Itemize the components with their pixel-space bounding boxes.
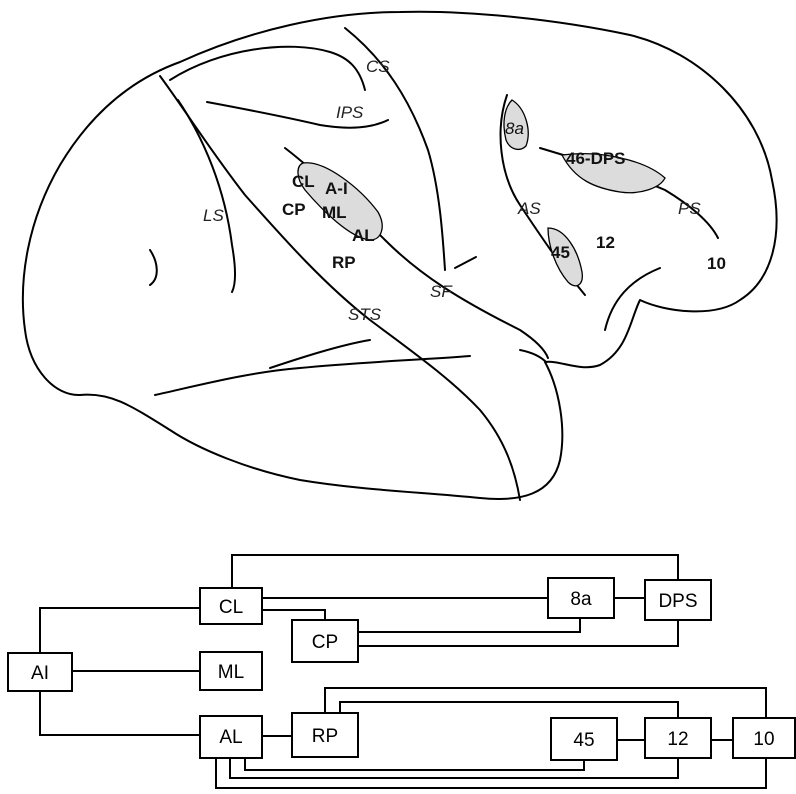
occipital-notch <box>149 249 158 286</box>
area-45-shade <box>547 227 583 287</box>
node-8a: 8a <box>547 577 615 619</box>
frontal-notch <box>519 349 547 363</box>
ips-label: IPS <box>336 103 364 122</box>
region-a1-label: A-I <box>325 179 348 198</box>
node-cl-label: CL <box>219 597 243 618</box>
ps-label: PS <box>678 199 701 218</box>
ips-sulcus <box>206 101 389 129</box>
wire-al-12 <box>229 758 679 779</box>
node-cp: CP <box>291 619 359 663</box>
auditory-core-area <box>297 162 383 241</box>
brain-drawing: CS IPS LS AS PS SF STS CL A-I CP ML AL R… <box>21 10 778 501</box>
node-ai-label: AI <box>31 663 49 684</box>
wire-al-10 <box>215 758 767 789</box>
area-12-label: 12 <box>596 233 615 252</box>
node-al-label: AL <box>219 727 242 748</box>
wire-cl-dps-top <box>231 554 679 588</box>
temporal-border <box>154 355 471 396</box>
wire-cp-8a <box>358 618 581 633</box>
node-8a-label: 8a <box>570 589 592 610</box>
wire-rp-12 <box>339 701 679 718</box>
node-ai: AI <box>7 652 73 692</box>
area-46-dps-shade <box>560 153 666 194</box>
parietal-arc <box>169 45 366 91</box>
area-46-dps-label: 46-DPS <box>566 149 626 168</box>
area-45-label: 45 <box>551 243 570 262</box>
node-ml: ML <box>199 651 263 691</box>
sts-sulcus <box>159 75 521 501</box>
node-rp: RP <box>291 712 359 758</box>
sf-label: SF <box>430 282 453 301</box>
cs-sulcus <box>344 27 446 271</box>
connection-diagram: AI CL ML AL CP RP 8a DPS <box>7 554 796 789</box>
node-dps: DPS <box>644 579 712 621</box>
node-10-label: 10 <box>753 729 774 750</box>
region-al-label: AL <box>352 226 375 245</box>
region-cp-label: CP <box>282 200 306 219</box>
ls-sulcus <box>177 99 236 293</box>
area-8a-label: 8a <box>505 119 524 138</box>
as-label: AS <box>517 199 541 218</box>
region-ml-label: ML <box>322 203 347 222</box>
region-cl-label: CL <box>292 172 315 191</box>
node-ml-label: ML <box>218 662 244 683</box>
orbital-contour <box>604 267 661 331</box>
node-10: 10 <box>732 717 796 759</box>
brain-outline <box>21 10 778 500</box>
sts-label: STS <box>348 305 382 324</box>
cs-label: CS <box>366 57 390 76</box>
wire-cl-cp <box>262 609 326 620</box>
node-cl: CL <box>199 587 263 625</box>
ls-label: LS <box>203 206 224 225</box>
area-10-label: 10 <box>707 254 726 273</box>
wire-cp-dps <box>358 620 679 647</box>
node-45: 45 <box>550 717 618 761</box>
temporal-sulcus <box>269 339 371 369</box>
node-dps-label: DPS <box>658 591 697 612</box>
wire-rp-10-outer <box>324 687 767 718</box>
sf-dash <box>454 256 477 269</box>
wire-ai-cl <box>39 607 200 653</box>
node-rp-label: RP <box>312 726 338 747</box>
wire-al-45 <box>244 758 585 771</box>
node-al: AL <box>199 715 263 759</box>
region-rp-label: RP <box>332 253 356 272</box>
node-12-label: 12 <box>667 729 688 750</box>
node-12: 12 <box>644 717 712 759</box>
area-8a-shade <box>503 99 529 151</box>
node-cp-label: CP <box>312 632 338 653</box>
wire-ai-al <box>39 690 200 736</box>
node-45-label: 45 <box>573 730 594 751</box>
